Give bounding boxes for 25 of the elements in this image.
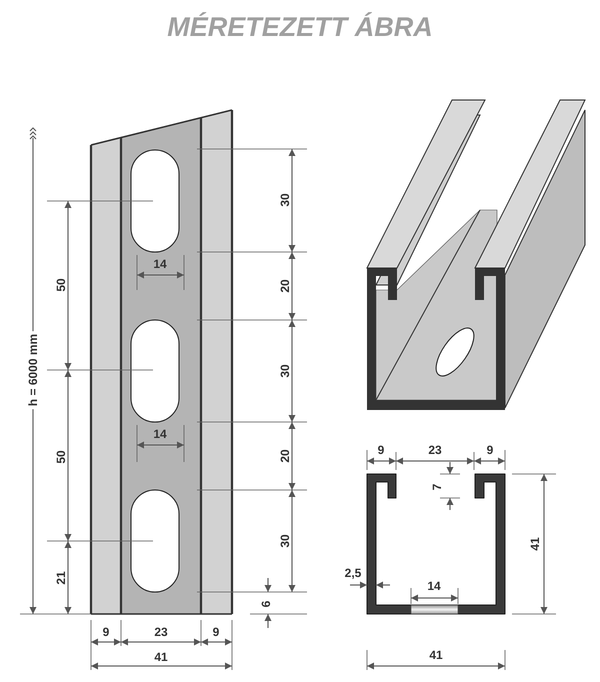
dimension-label: 50: [55, 450, 67, 464]
dimension-label: 14: [153, 428, 167, 440]
dimension-label: 41: [154, 651, 168, 663]
dimension-label: 21: [55, 571, 67, 585]
dimension-label: 9: [212, 626, 220, 638]
dimension-label: 9: [378, 444, 384, 456]
dimension-label: 30: [279, 193, 291, 207]
dimension-label: h = 6000 mm: [26, 330, 40, 410]
dimension-label: 14: [427, 580, 441, 592]
dimension-label: 7: [431, 484, 443, 490]
dimension-label: 30: [279, 364, 291, 378]
dimension-label: 41: [429, 649, 443, 661]
dimension-label: 41: [529, 537, 541, 551]
dimension-label: 20: [279, 449, 291, 463]
title: MÉRETEZETT ÁBRA: [166, 12, 434, 43]
dimension-label: 14: [153, 258, 167, 270]
dimension-label: 9: [486, 444, 494, 456]
dimension-label: 20: [279, 279, 291, 293]
dimension-label: 2,5: [344, 567, 362, 579]
dimension-label: 50: [55, 278, 67, 292]
dimension-label: 23: [428, 444, 442, 456]
dimension-label: 23: [154, 626, 168, 638]
dimension-label: 6: [260, 600, 272, 608]
dimension-label: 30: [279, 534, 291, 548]
dimension-label: 9: [102, 626, 110, 638]
